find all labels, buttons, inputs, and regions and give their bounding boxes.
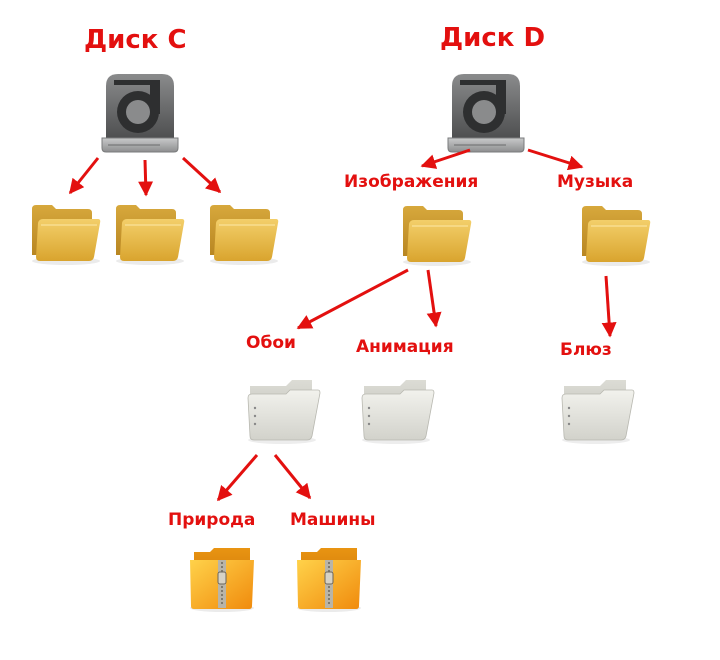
arrow-wallpapers-nature [216,454,259,502]
folder-icon-blues [561,379,635,445]
folder-label-cars: Машины [290,510,376,530]
folder-label-music: Музыка [557,172,634,192]
folder-label-animation: Анимация [356,337,454,357]
drive-c-icon [101,73,179,153]
folder-label-nature: Природа [168,510,256,530]
arrow-images-animation [426,269,442,328]
folder-icon-c-1 [31,204,101,266]
drive-c-label: Диск C [84,25,187,55]
folder-label-images: Изображения [344,172,479,192]
arrow-d-images [420,148,471,169]
arrow-images-wallpapers [296,268,409,330]
folder-icon-images [402,205,472,267]
arrow-d-music [527,148,584,171]
folder-icon-c-2 [115,204,185,266]
zip-folder-icon-nature [189,547,255,613]
folder-icon-music [581,205,651,267]
arrow-wallpapers-cars [273,454,312,500]
arrow-music-blues [601,275,617,338]
arrow-c-1 [68,157,100,195]
arrow-c-2 [138,159,154,197]
folder-label-wallpapers: Обои [246,333,296,353]
folder-icon-wallpapers [247,379,321,445]
folder-label-blues: Блюз [560,340,612,360]
drive-d-label: Диск D [440,23,546,53]
arrow-c-3 [181,156,222,194]
drive-d-icon [447,73,525,153]
zip-folder-icon-cars [296,547,362,613]
folder-icon-c-3 [209,204,279,266]
folder-icon-animation [361,379,435,445]
